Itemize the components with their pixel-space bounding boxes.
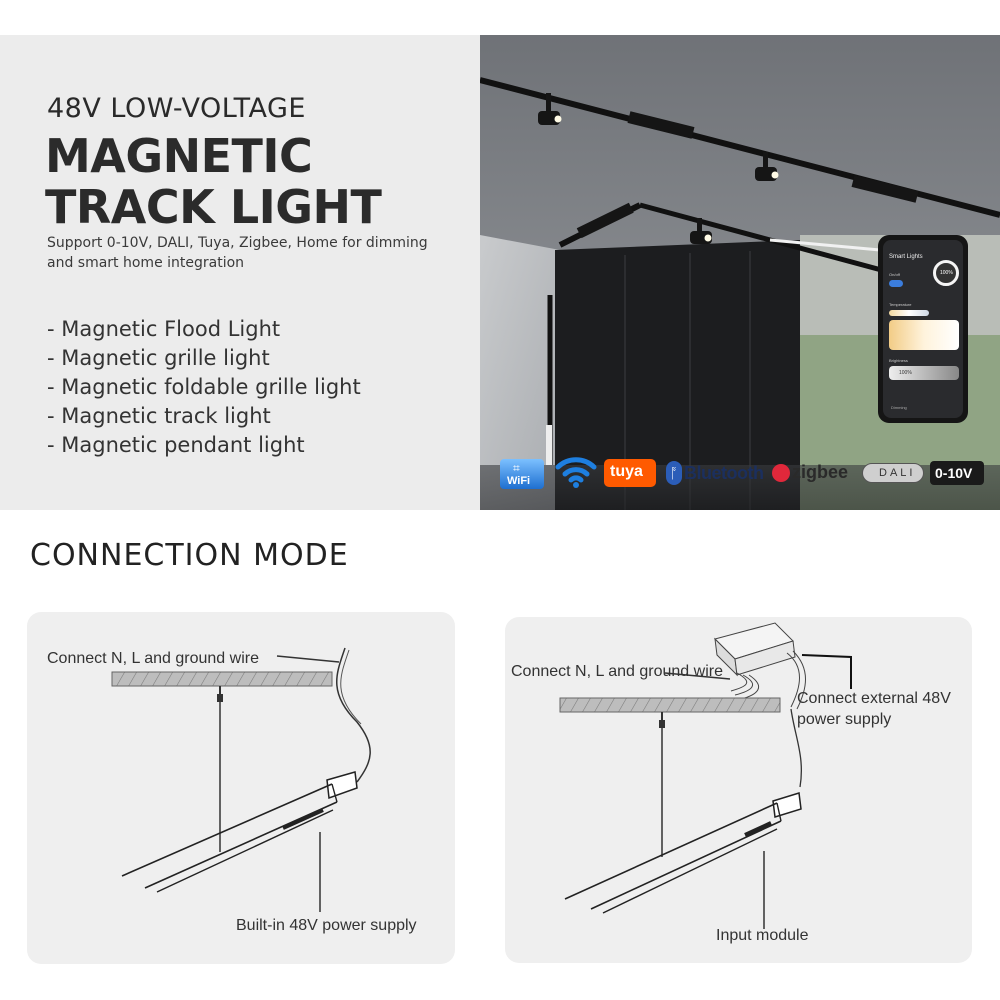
wire-label: Connect N, L and ground wire — [511, 663, 723, 680]
connection-card-builtin: Connect N, L and ground wire Built-in 48… — [27, 612, 455, 964]
brightness-slider[interactable]: 100% — [889, 366, 959, 380]
feature-item: - Magnetic track light — [47, 404, 271, 428]
brightness-value: 100% — [899, 370, 912, 376]
feature-item: - Magnetic pendant light — [47, 433, 305, 457]
temperature-presets[interactable] — [889, 310, 929, 316]
smartphone-mockup: Smart Lights 100% On/off Temperature Bri… — [878, 235, 968, 423]
external-supply-label-line2: power supply — [797, 711, 892, 728]
external-supply-label-line1: Connect external 48V — [797, 690, 951, 707]
hero-description: Support 0-10V, DALI, Tuya, Zigbee, Home … — [47, 235, 428, 271]
product-photo: Smart Lights 100% On/off Temperature Bri… — [480, 35, 1000, 510]
tuya-label: tuya — [610, 463, 643, 480]
section-title: CONNECTION MODE — [30, 538, 349, 573]
hero-text-panel: 48V LOW-VOLTAGE MAGNETIC TRACK LIGHT Sup… — [0, 35, 480, 510]
connection-card-external: Connect N, L and ground wire Connect ext… — [505, 617, 972, 963]
feature-item: - Magnetic grille light — [47, 346, 270, 370]
module-label: Input module — [716, 927, 809, 944]
hero-banner: 48V LOW-VOLTAGE MAGNETIC TRACK LIGHT Sup… — [0, 35, 1000, 510]
wifi-label: WiFi — [507, 475, 531, 487]
brightness-label: Brightness — [889, 358, 908, 363]
zigbee-icon — [772, 464, 790, 482]
power-toggle[interactable] — [889, 280, 903, 287]
dimming-tab[interactable]: Dimming — [891, 405, 907, 410]
bluetooth-icon: ᚩ — [666, 461, 682, 485]
brightness-dial: 100% — [933, 260, 959, 286]
feature-item: - Magnetic Flood Light — [47, 317, 281, 341]
feature-list: - Magnetic Flood Light - Magnetic grille… — [47, 315, 361, 460]
protocol-logos: ⌗ WiFi tuya ᚩ Bluetooth zigbee DALI 0-10… — [498, 453, 998, 493]
onoff-label: On/off — [889, 272, 900, 277]
zero-ten-label: 0-10V — [935, 465, 973, 481]
wifi-icon: ⌗ — [513, 461, 520, 475]
phone-app-title: Smart Lights — [889, 254, 923, 260]
zero-ten-badge: 0-10V — [930, 461, 984, 485]
dali-logo: DALI — [862, 463, 924, 483]
zigbee-label: zigbee — [792, 462, 849, 482]
wifi-logo: ⌗ WiFi — [500, 459, 544, 489]
temperature-label: Temperature — [889, 302, 912, 307]
temperature-slider[interactable] — [889, 320, 959, 350]
hero-title-line2: TRACK LIGHT — [45, 180, 382, 234]
builtin-supply-diagram — [111, 647, 371, 912]
feature-item: - Magnetic foldable grille light — [47, 375, 361, 399]
external-supply-diagram — [559, 622, 852, 929]
hero-title-line1: MAGNETIC — [45, 129, 313, 183]
hero-subtitle: 48V LOW-VOLTAGE — [47, 93, 306, 124]
dali-label: DALI — [879, 467, 916, 479]
supply-label: Built-in 48V power supply — [236, 917, 417, 934]
bluetooth-label: Bluetooth — [684, 463, 764, 483]
tuya-logo: tuya — [604, 459, 656, 487]
dial-value: 100% — [940, 270, 953, 276]
wire-label: Connect N, L and ground wire — [47, 650, 259, 667]
wifi-signal-icon — [555, 457, 597, 488]
